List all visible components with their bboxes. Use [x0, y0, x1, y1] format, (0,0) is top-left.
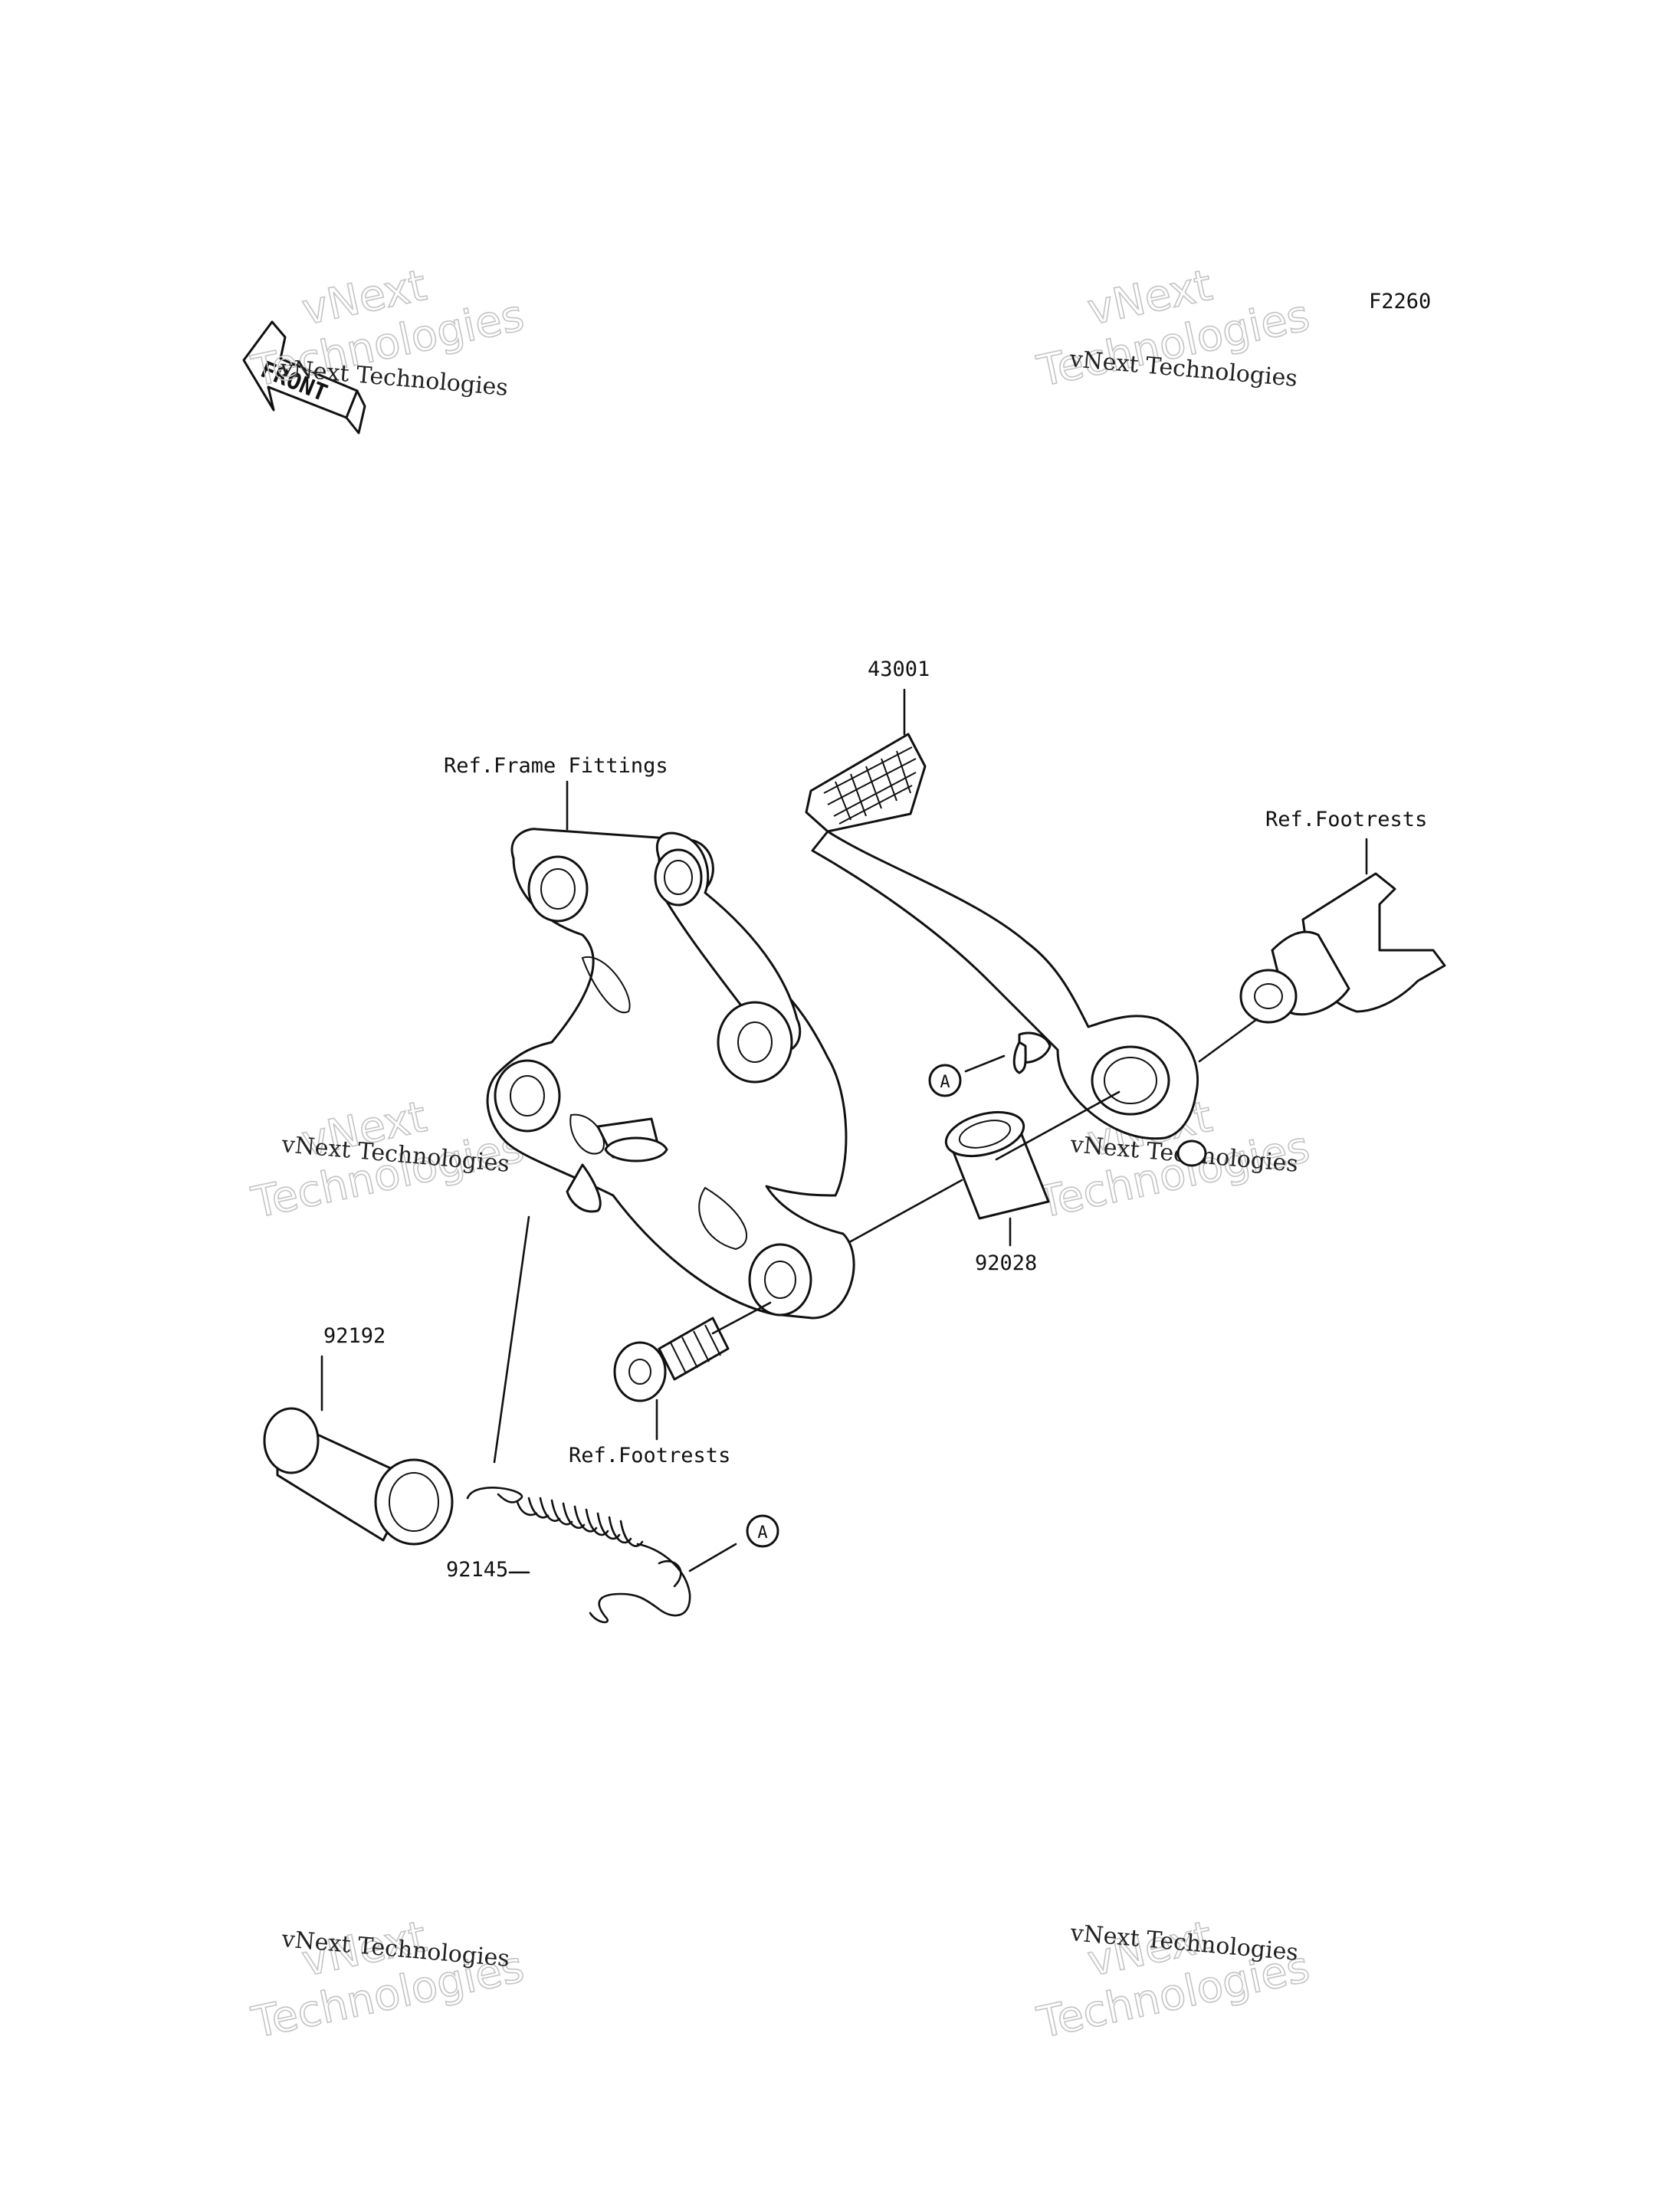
footrest-clevis — [1239, 872, 1446, 1024]
callout-part-92145: 92145 — [446, 1558, 508, 1582]
reference-marker-a: A — [746, 1514, 779, 1548]
bushing-92028 — [944, 1111, 1050, 1220]
leader-lines — [320, 688, 1368, 1574]
callout-ref-footrests: Ref.Footrests — [569, 1444, 730, 1467]
return-spring-92145 — [466, 1487, 691, 1624]
pivot-bolt — [613, 1317, 730, 1402]
watermark: vNext Technologies vNext Technologies vN… — [247, 260, 1314, 2049]
shift-pedal — [805, 733, 1207, 1167]
frame-fitting-bracket — [486, 828, 855, 1320]
callout-part-43001: 43001 — [868, 657, 930, 681]
reference-marker-a: A — [928, 1064, 962, 1097]
figure-code: F2260 — [1369, 290, 1431, 313]
callout-ref-footrests: Ref.Footrests — [1265, 808, 1427, 831]
callout-ref-frame-fittings: Ref.Frame Fittings — [444, 754, 668, 778]
marker-a-label: A — [940, 1073, 950, 1092]
marker-a-label: A — [757, 1523, 767, 1543]
collar-92192 — [263, 1407, 454, 1546]
callout-part-92192: 92192 — [323, 1324, 386, 1348]
callout-part-92028: 92028 — [975, 1251, 1037, 1275]
pedal-grip-pattern — [823, 746, 917, 825]
